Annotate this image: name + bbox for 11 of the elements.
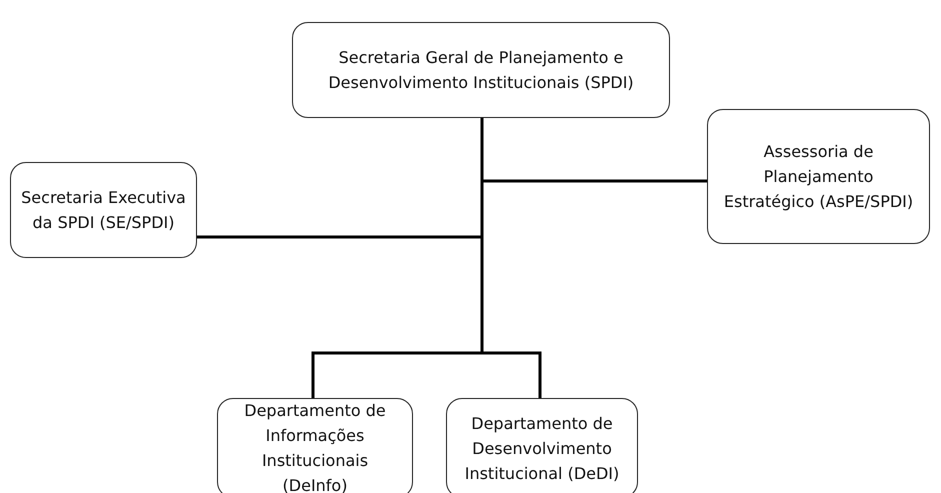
org-unit-box — [446, 398, 638, 493]
org-unit-box — [217, 398, 413, 493]
org-unit-box — [10, 162, 197, 258]
unit-name: Departamento de Informações Institucionais (DeInfo) — [243, 400, 387, 493]
org-unit-box — [707, 109, 930, 244]
org-unit-box — [292, 22, 670, 118]
unit-name: Secretaria Geral de Planejamento e Desenvolvimento Institucionais (SPDI) — [327, 47, 635, 94]
unit-name: Departamento de Desenvolvimento Institucional (DeDI) — [464, 412, 620, 484]
connector-line — [480, 118, 542, 398]
unit-name: Assessoria de Planejamento Estratégico (AsPE/SPDI) — [722, 141, 914, 213]
unit-name: Secretaria Executiva da SPDI (SE/SPDI) — [21, 187, 186, 234]
